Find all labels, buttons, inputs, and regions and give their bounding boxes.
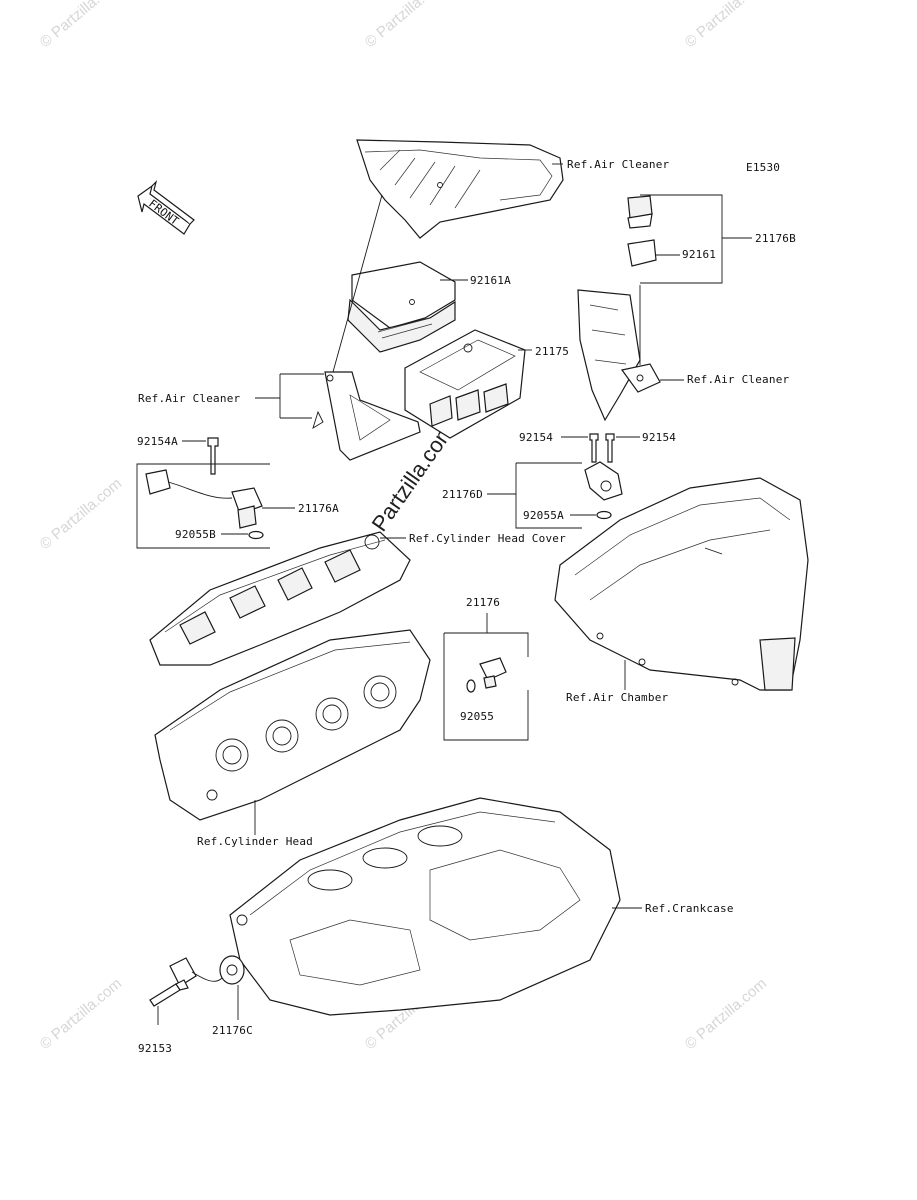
bracket-group: [136, 463, 270, 549]
label-92055A: 92055A: [523, 509, 564, 522]
watermark: © Partzilla.com: [37, 0, 125, 51]
air-cleaner-right-section: [577, 289, 661, 422]
label-21175: 21175: [535, 345, 569, 358]
bolt-92153: [149, 979, 189, 1007]
watermark: © Partzilla.com: [37, 975, 125, 1053]
diagram-code: E1530: [746, 161, 780, 174]
label-ref-air-cleaner-top: Ref.Air Cleaner: [567, 158, 670, 171]
part-21176A-sensor: [145, 469, 264, 540]
part-21176C-sensor: [169, 955, 245, 987]
leader-line: [332, 194, 383, 373]
label-92154-left: 92154: [519, 431, 553, 444]
label-21176: 21176: [466, 596, 500, 609]
bracket-group: [255, 373, 324, 419]
bolt-92154: [589, 433, 615, 463]
air-cleaner-housing: [356, 139, 564, 239]
cylinder-head: [154, 629, 431, 821]
label-21176A: 21176A: [298, 502, 339, 515]
ecu-bracket: [312, 371, 421, 461]
part-92161A: [347, 261, 456, 353]
label-92161: 92161: [682, 248, 716, 261]
cylinder-head-cover: [149, 531, 411, 666]
label-ref-air-cleaner-right: Ref.Air Cleaner: [687, 373, 790, 386]
bolt-92154A: [207, 437, 219, 475]
watermark: © Partzilla.com: [362, 0, 450, 51]
label-92055B: 92055B: [175, 528, 216, 541]
bracket-group: [443, 632, 529, 741]
label-ref-air-chamber: Ref.Air Chamber: [566, 691, 669, 704]
label-92153: 92153: [138, 1042, 172, 1055]
bracket-group: [515, 462, 582, 529]
air-chamber: [554, 477, 809, 691]
bracket-group: [640, 194, 723, 284]
label-21176D: 21176D: [442, 488, 483, 501]
label-ref-cylinder-head: Ref.Cylinder Head: [197, 835, 313, 848]
label-ref-crankcase: Ref.Crankcase: [645, 902, 734, 915]
label-92161A: 92161A: [470, 274, 511, 287]
label-92154A: 92154A: [137, 435, 178, 448]
label-92154-right: 92154: [642, 431, 676, 444]
part-21176-sensor: [466, 657, 507, 693]
watermark: © Partzilla.com: [682, 0, 770, 51]
watermark: © Partzilla.com: [37, 475, 125, 553]
label-21176C: 21176C: [212, 1024, 253, 1037]
front-arrow-label: FRONT: [146, 197, 181, 228]
crankcase: [229, 797, 621, 1016]
label-21176B: 21176B: [755, 232, 796, 245]
label-ref-cylinder-head-cover: Ref.Cylinder Head Cover: [409, 532, 566, 545]
part-21175-ecu: [404, 329, 526, 439]
part-21176B-sensor: [627, 195, 657, 267]
label-92055: 92055: [460, 710, 494, 723]
part-21176D-sensor: [584, 461, 623, 520]
watermark: © Partzilla.com: [682, 975, 770, 1053]
front-arrow-icon: FRONT: [137, 180, 195, 235]
label-ref-air-cleaner-left: Ref.Air Cleaner: [138, 392, 241, 405]
